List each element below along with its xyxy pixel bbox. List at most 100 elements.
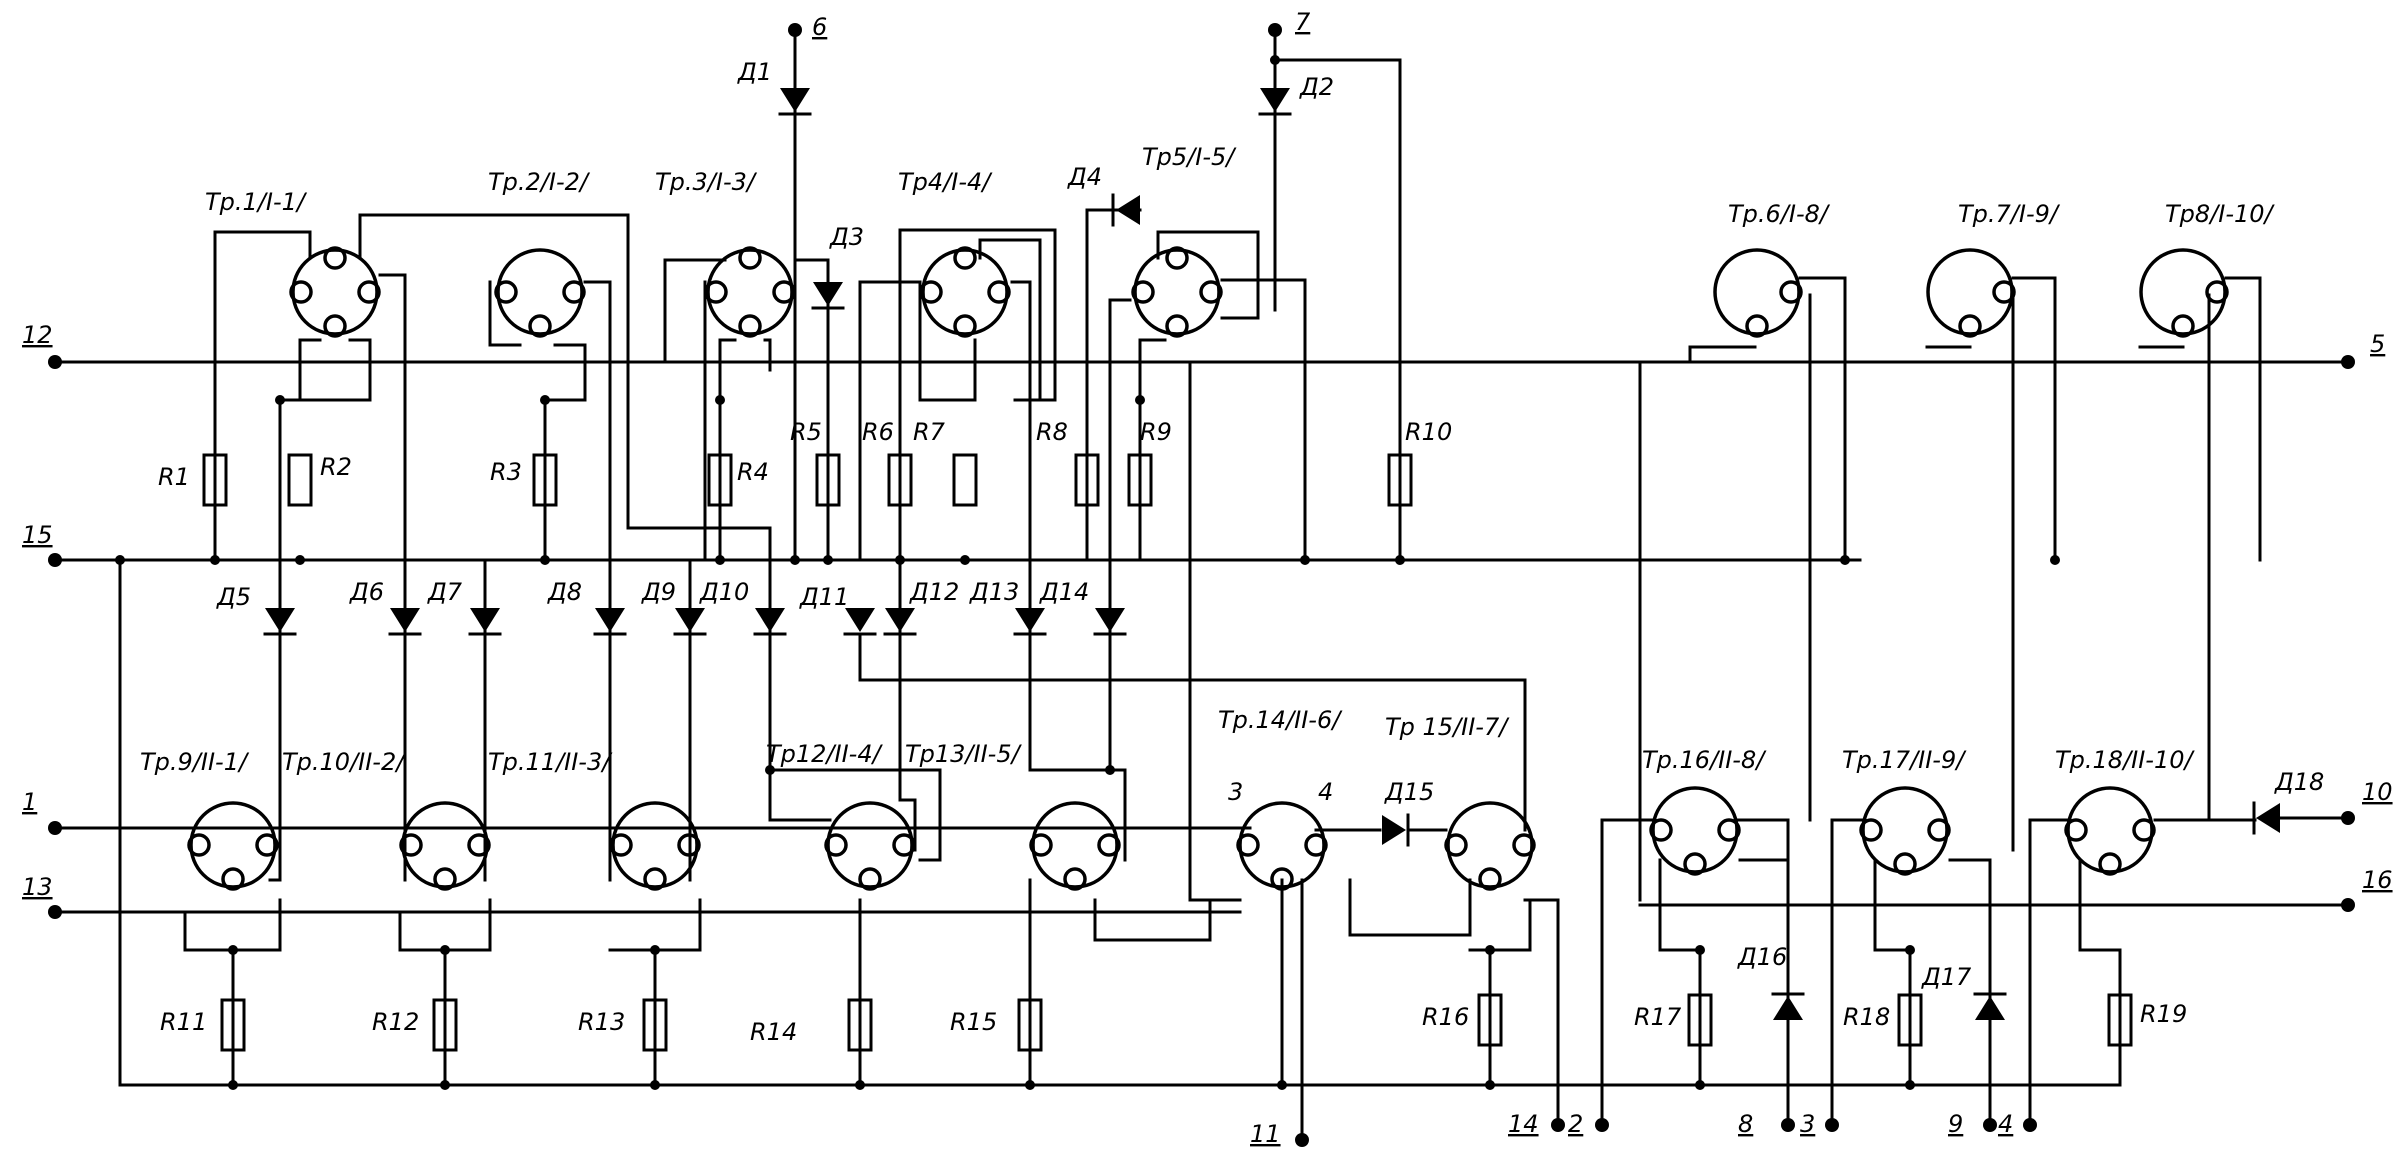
diode-d13-label: Д13 — [969, 578, 1019, 606]
terminal-14-label: 14 — [1508, 1110, 1539, 1138]
terminal-2-label: 2 — [1568, 1110, 1583, 1138]
diode-d10-label: Д10 — [699, 578, 749, 606]
terminal-10-label: 10 — [2362, 778, 2393, 806]
diode-d15-label: Д15 — [1384, 778, 1434, 806]
resistor-r7 — [952, 453, 978, 507]
tube-tr2: Тр.2/I-2/ — [488, 168, 591, 338]
tube-tr14: Тр.14/II-6/ 3 4 — [1218, 706, 1343, 891]
tube-tr17-envelope — [1861, 786, 1949, 874]
terminal-16-label: 16 — [2362, 866, 2393, 894]
top-feed-wires: Д1 Д2 — [737, 28, 1402, 562]
diode-d18-symbol — [2256, 803, 2280, 833]
tube-tr1: Тр.1/I-1/ — [205, 188, 381, 338]
diode-d15-symbol — [1382, 815, 1406, 845]
tube-tr11-label: Тр.11/II-3/ — [488, 748, 613, 776]
upper-tube-row: Тр.1/I-1/ Тр.2/I-2/ Тр.3/I-3/ Тр4/I-4/ — [205, 143, 2276, 338]
tube-tr17-label: Тр.17/II-9/ — [1842, 746, 1967, 774]
diode-d11-label: Д11 — [799, 583, 849, 611]
tube-tr5-envelope — [1133, 248, 1221, 336]
terminal-5[interactable]: 5 — [2341, 330, 2385, 369]
tube-tr13: Тр13/II-5/ — [905, 740, 1121, 891]
diode-d14-label: Д14 — [1039, 578, 1089, 606]
resistor-r5-label: R5 — [790, 418, 822, 446]
diode-d16-label: Д16 — [1737, 943, 1787, 971]
resistor-r7-label: R7 — [913, 418, 946, 446]
terminal-12-dot — [48, 355, 62, 369]
resistor-r6-label: R6 — [862, 418, 894, 446]
terminal-7-label: 7 — [1295, 8, 1311, 36]
resistor-r9 — [1127, 453, 1153, 507]
resistor-r10 — [1387, 453, 1413, 507]
resistor-r14 — [847, 998, 873, 1052]
resistor-r5 — [815, 453, 841, 507]
terminal-16[interactable]: 16 — [2341, 866, 2393, 912]
resistor-r19 — [2107, 993, 2133, 1047]
resistor-r2-label: R2 — [320, 453, 352, 481]
resistor-r12-label: R12 — [372, 1008, 419, 1036]
terminal-1[interactable]: 1 — [22, 788, 62, 835]
tube-tr5: Тр5/I-5/ — [1131, 143, 1237, 338]
tube-tr13-envelope — [1031, 801, 1119, 889]
tube-tr7-envelope — [1926, 248, 2014, 336]
lower-tube-row: Тр.9/II-1/ Тр.10/II-2/ Тр.11/II-3/ Тр12/… — [140, 706, 2196, 891]
tube-tr8: Тр8/I-10/ — [2139, 200, 2276, 338]
tube-tr18: Тр.18/II-10/ — [2055, 746, 2196, 876]
tube-tr9-label: Тр.9/II-1/ — [140, 748, 250, 776]
terminal-12[interactable]: 12 — [22, 321, 62, 369]
resistor-r6 — [887, 453, 913, 507]
terminal-12-label: 12 — [22, 321, 53, 349]
tube-tr3-label: Тр.3/I-3/ — [655, 168, 758, 196]
terminal-8-label: 8 — [1738, 1110, 1753, 1138]
resistor-r1-label: R1 — [158, 463, 190, 491]
terminal-11[interactable]: 11 — [1250, 1120, 1309, 1148]
terminal-13[interactable]: 13 — [22, 873, 62, 919]
terminal-2[interactable]: 2 — [1568, 1110, 1609, 1138]
terminal-10[interactable]: 10 — [2341, 778, 2393, 825]
tube-tr4: Тр4/I-4/ — [898, 168, 1011, 338]
tube-tr1-envelope — [291, 248, 379, 336]
terminal-6-label: 6 — [812, 13, 827, 41]
terminal-1-dot — [48, 821, 62, 835]
tube-tr16-label: Тр.16/II-8/ — [1642, 746, 1767, 774]
terminal-8[interactable]: 8 — [1738, 1110, 1795, 1138]
diode-d17-symbol — [1975, 996, 2005, 1020]
resistor-r3-label: R3 — [490, 458, 522, 486]
tube-tr18-envelope — [2066, 786, 2154, 874]
resistor-r11-label: R11 — [160, 1008, 207, 1036]
terminal-13-dot — [48, 905, 62, 919]
tube-tr12-label: Тр12/II-4/ — [766, 740, 884, 768]
resistor-r15 — [1017, 998, 1043, 1052]
tube-tr12-envelope — [826, 801, 914, 889]
diode-d1-label: Д1 — [737, 58, 772, 86]
resistor-r2 — [287, 453, 313, 507]
tube-tr14-pin-4-label: 4 — [1318, 778, 1333, 806]
diode-d17-label: Д17 — [1921, 963, 1972, 991]
terminal-15-label: 15 — [22, 521, 53, 549]
lower-resistors: R11 R12 R13 R14 R15 R16 R17 R18 R19 — [160, 993, 2187, 1052]
tube-tr9: Тр.9/II-1/ — [140, 748, 279, 891]
terminal-5-label: 5 — [2370, 330, 2385, 358]
tube-tr14-pin-3-label: 3 — [1228, 778, 1243, 806]
resistor-r14-label: R14 — [750, 1018, 797, 1046]
tube-tr5-label: Тр5/I-5/ — [1142, 143, 1237, 171]
resistor-r12 — [432, 998, 458, 1052]
terminal-11-label: 11 — [1250, 1120, 1281, 1148]
resistor-r19-label: R19 — [2140, 1000, 2187, 1028]
tube-tr7-label: Тр.7/I-9/ — [1958, 200, 2061, 228]
tube-tr1-label: Тр.1/I-1/ — [205, 188, 308, 216]
diode-d9-label: Д9 — [641, 578, 676, 606]
tube-tr2-label: Тр.2/I-2/ — [488, 168, 591, 196]
resistor-r1 — [202, 453, 228, 507]
resistor-r4 — [707, 453, 733, 507]
tube-tr6-label: Тр.6/I-8/ — [1728, 200, 1831, 228]
diode-d18-label: Д18 — [2274, 768, 2324, 796]
tube-tr15-label: Тр 15/II-7/ — [1385, 713, 1510, 741]
terminal-15[interactable]: 15 — [22, 521, 62, 567]
diode-d4-label: Д4 — [1067, 163, 1102, 191]
resistor-r8-label: R8 — [1036, 418, 1068, 446]
terminal-14[interactable]: 14 — [1508, 1110, 1565, 1138]
resistor-r18-label: R18 — [1843, 1003, 1890, 1031]
terminal-13-label: 13 — [22, 873, 53, 901]
tube-tr13-label: Тр13/II-5/ — [905, 740, 1023, 768]
